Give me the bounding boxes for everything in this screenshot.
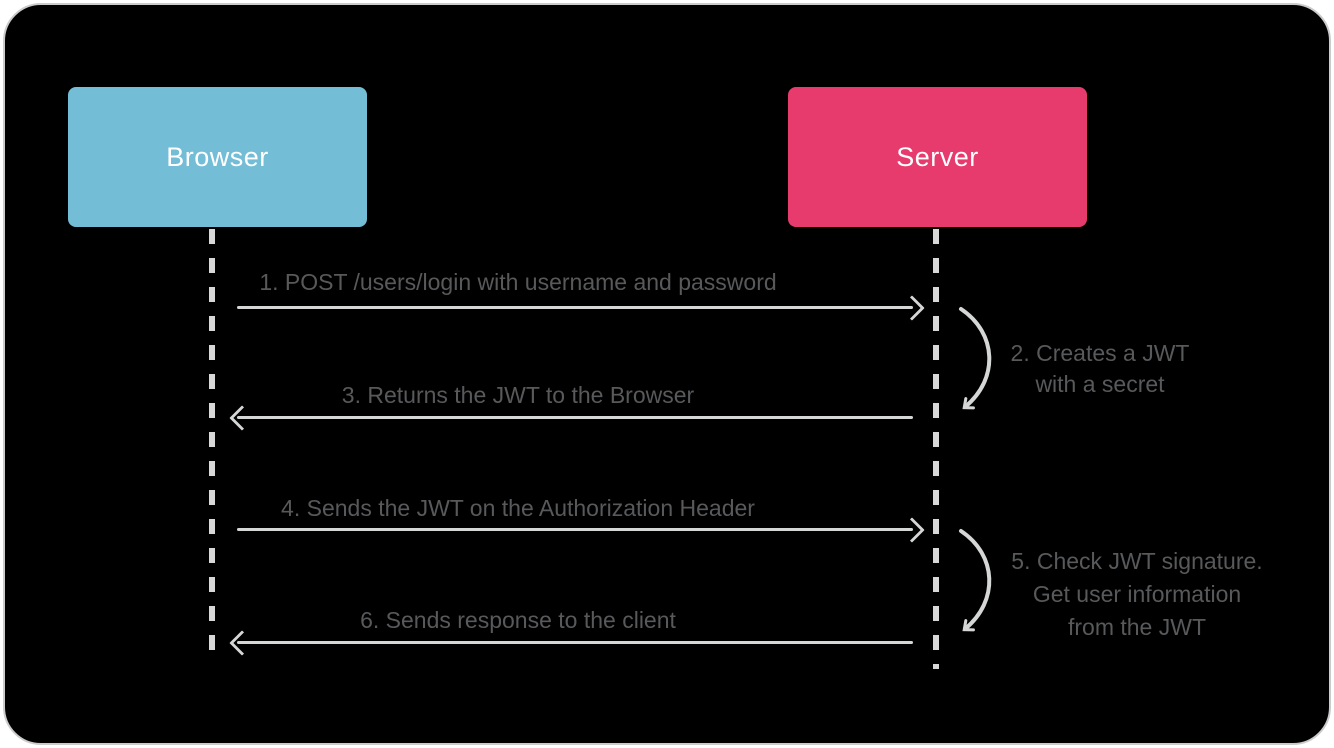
message-6-label: 6. Sends response to the client (360, 607, 676, 633)
actor-box-server: Server (788, 87, 1087, 227)
actor-box-browser: Browser (68, 87, 367, 227)
message-3-arrow-line (237, 416, 913, 419)
message-4-arrow-line (237, 528, 913, 531)
self-action-5-line-2: Get user information (1032, 581, 1242, 607)
message-6-arrow-line (237, 641, 913, 644)
self-action-5-line-3: from the JWT (1067, 614, 1206, 640)
arrow-left-icon (229, 630, 255, 656)
self-action-2-line-1: 2. Creates a JWT (1010, 340, 1190, 366)
self-action-2-label: 2. Creates a JWT with a secret (960, 338, 1240, 400)
self-action-5-line-1: 5. Check JWT signature. (1011, 548, 1263, 574)
lifeline-browser (209, 229, 215, 659)
message-1-arrow-line (237, 306, 913, 309)
actor-label-browser: Browser (166, 141, 269, 172)
self-action-2-line-2: with a secret (1035, 371, 1165, 397)
lifeline-server (933, 229, 939, 669)
self-action-5-label: 5. Check JWT signature. Get user informa… (997, 545, 1277, 644)
arrow-left-icon (229, 405, 255, 431)
actor-label-server: Server (896, 141, 979, 172)
message-3-label: 3. Returns the JWT to the Browser (341, 382, 695, 408)
arrow-right-icon (899, 517, 925, 543)
arrow-right-icon (899, 295, 925, 321)
message-4-label: 4. Sends the JWT on the Authorization He… (281, 495, 755, 521)
self-loop-arrow-icon (959, 307, 992, 410)
message-1-label: 1. POST /users/login with username and p… (259, 269, 777, 295)
self-loop-arrow-icon (959, 529, 992, 632)
diagram-canvas: Browser Server 1. POST /users/login with… (3, 3, 1331, 745)
